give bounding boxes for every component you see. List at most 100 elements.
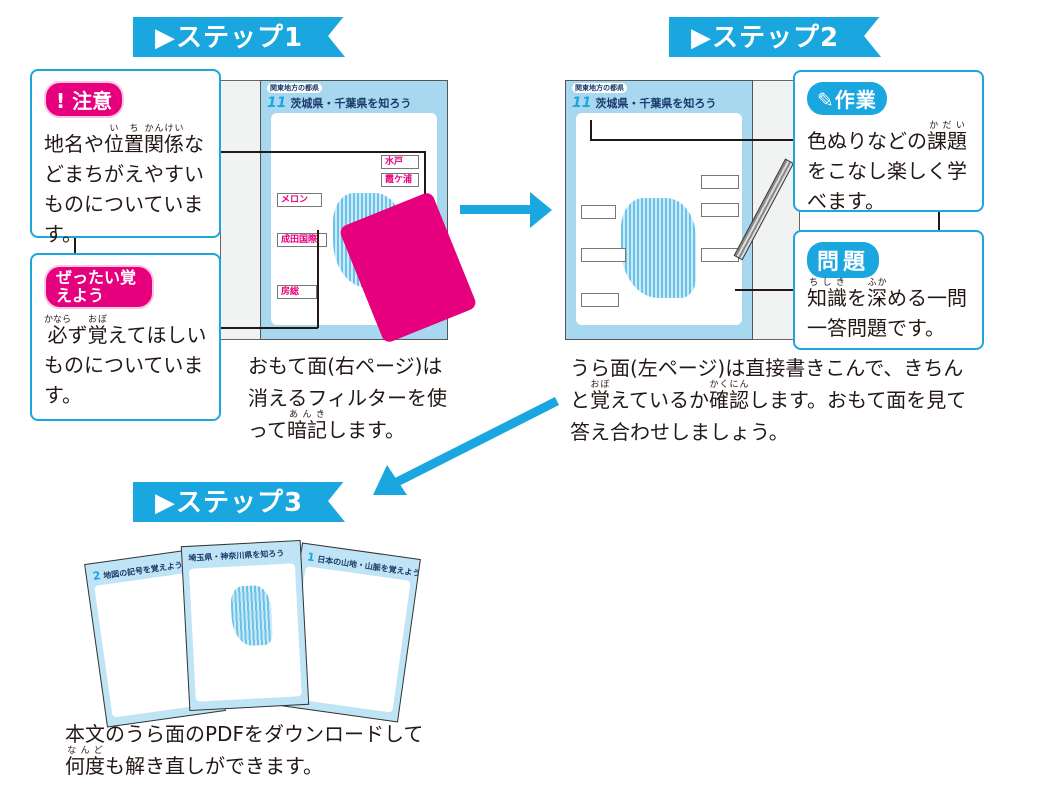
- answer-label: 房総: [277, 285, 317, 299]
- callout-line: [590, 139, 795, 141]
- must-remember-tag-label: ぜったい覚えよう: [56, 268, 137, 305]
- ruby-text: 覚おぼ: [590, 381, 610, 413]
- ruby-text: 知識ちしき: [807, 279, 847, 311]
- answer-label: メロン: [277, 193, 322, 207]
- caution-box: ! 注意 地名や位い置ち関係かんけいなどまちがえやすいものについています。: [30, 69, 221, 246]
- furigana: ふか: [867, 278, 887, 288]
- page-category: 関東地方の都県: [572, 83, 627, 93]
- map-region: [621, 198, 696, 298]
- ruby-base: 深: [867, 286, 887, 310]
- ruby-text: 課題かだい: [927, 122, 967, 154]
- ruby-base: 確認: [709, 388, 749, 412]
- step-3-banner: ▶ステップ3: [133, 480, 345, 522]
- page-content: [576, 113, 742, 325]
- connector-line: [74, 236, 76, 254]
- blank-answer-box: [581, 293, 619, 307]
- furigana: あんき: [287, 410, 327, 420]
- ruby-text: 深ふか: [867, 279, 887, 311]
- step2-caption: うら面(左ページ)は直接書きこんで、きちんと覚おぼえているか確認かくにんします。…: [570, 352, 980, 448]
- sheet-title: 埼玉県・神奈川県を知ろう: [188, 548, 285, 563]
- ruby-base: 置: [124, 132, 144, 156]
- arrow-down-left-icon: [373, 396, 560, 495]
- must-remember-tag: ぜったい覚えよう: [44, 265, 154, 309]
- text-segment: えているか: [610, 388, 709, 412]
- furigana: かんけい: [144, 124, 184, 134]
- furigana: かくにん: [709, 380, 749, 390]
- furigana: ち: [124, 124, 144, 134]
- must-remember-text: 必かならず覚おぼえてほしいものについています。: [44, 315, 207, 410]
- ruby-base: 知識: [807, 286, 847, 310]
- callout-line: [220, 327, 318, 329]
- ruby-text: 必かなら: [44, 316, 71, 348]
- text-segment: 色ぬりなどの: [807, 129, 927, 153]
- text-segment: ず: [67, 323, 88, 347]
- question-text: 知識ちしきを深ふかめる一問一答問題です。: [807, 278, 970, 343]
- furigana: おぼ: [87, 315, 108, 325]
- caution-tag-label: 注意: [72, 89, 113, 113]
- ruby-base: 位: [104, 132, 124, 156]
- ruby-text: 確認かくにん: [709, 381, 749, 413]
- blank-answer-box: [581, 205, 616, 219]
- answer-label: 水戸: [381, 155, 419, 169]
- must-remember-box: ぜったい覚えよう 必かならず覚おぼえてほしいものについています。: [30, 253, 221, 421]
- step1-caption: おもて面(右ページ)は消えるフィルターを使って暗記あんきします。: [248, 350, 448, 446]
- connector-line: [938, 210, 940, 230]
- answer-label: 成田国際: [277, 233, 327, 247]
- page-category: 関東地方の都県: [267, 83, 322, 93]
- sheet-number: 2: [92, 569, 102, 583]
- page-title-text: 茨城県・千葉県を知ろう: [595, 97, 717, 110]
- text-segment: えてほしいものについています。: [44, 323, 207, 407]
- ruby-text: 覚おぼ: [87, 316, 108, 348]
- text-segment: などまちがえやすいものについています。: [44, 132, 204, 246]
- blank-answer-box: [701, 175, 739, 189]
- ruby-base: 課題: [927, 129, 967, 153]
- text-segment: おもて面(右ページ)は消えるフィルターを使って: [248, 354, 447, 442]
- text-segment: を: [847, 286, 867, 310]
- sheet-number: 1: [306, 550, 316, 565]
- ruby-base: 覚: [87, 323, 108, 347]
- callout-line: [590, 120, 592, 140]
- furigana: おぼ: [590, 380, 610, 390]
- text-segment: も解き直しができます。: [105, 754, 323, 778]
- text-segment: うら面(左ページ)は直接書きこんで、きちんと: [570, 356, 964, 412]
- text-segment: める一問一答問題です。: [807, 286, 967, 340]
- step2-book-page: 関東地方の都県 11 茨城県・千葉県を知ろう: [565, 80, 753, 340]
- text-segment: 本文のうら面のPDFをダウンロードして: [65, 722, 424, 746]
- ruby-base: 何度: [65, 754, 105, 778]
- page-title: 11 茨城県・千葉県を知ろう: [572, 95, 716, 111]
- furigana: ちしき: [807, 278, 847, 288]
- ruby-base: 必: [44, 323, 71, 347]
- callout-line: [735, 289, 795, 291]
- question-box: 問題 知識ちしきを深ふかめる一問一答問題です。: [793, 230, 984, 350]
- text-segment: します。おもて面を見て答え合わせしましょう。: [570, 388, 967, 444]
- ruby-base: 覚: [590, 388, 610, 412]
- text-segment: します。: [327, 418, 405, 442]
- ruby-text: 置ち: [124, 125, 144, 157]
- furigana: かなら: [44, 315, 72, 325]
- ruby-text: 暗記あんき: [287, 411, 327, 443]
- ruby-base: 暗記: [287, 418, 327, 442]
- furigana: かだい: [927, 121, 967, 131]
- text-segment: をこなし楽しく学べます。: [807, 159, 967, 213]
- answer-label: 霞ケ浦: [381, 173, 419, 187]
- ruby-base: 関係: [144, 132, 184, 156]
- page-number: 11: [267, 95, 287, 111]
- furigana: なんど: [65, 746, 105, 756]
- page-title: 11 茨城県・千葉県を知ろう: [267, 95, 411, 111]
- work-tag-label: 作業: [834, 88, 877, 112]
- step-1-banner: ▶ステップ1: [133, 15, 345, 57]
- pdf-sheet: 埼玉県・神奈川県を知ろう: [180, 539, 310, 712]
- question-tag: 問題: [807, 242, 880, 278]
- callout-line: [424, 151, 426, 211]
- page-number: 11: [572, 95, 592, 111]
- page-title-text: 茨城県・千葉県を知ろう: [290, 97, 412, 110]
- caution-text: 地名や位い置ち関係かんけいなどまちがえやすいものについています。: [44, 124, 207, 249]
- arrow-right-icon: [460, 192, 552, 228]
- ruby-text: 何度なんど: [65, 747, 105, 779]
- blank-answer-box: [701, 203, 739, 217]
- callout-line: [220, 151, 425, 153]
- step1-book-page: 関東地方の都県 11 茨城県・千葉県を知ろう メロン 水戸 成田国際 房総 霞ケ…: [260, 80, 448, 340]
- ruby-text: 関係かんけい: [144, 125, 184, 157]
- callout-line: [317, 230, 319, 328]
- blank-answer-box: [581, 248, 626, 262]
